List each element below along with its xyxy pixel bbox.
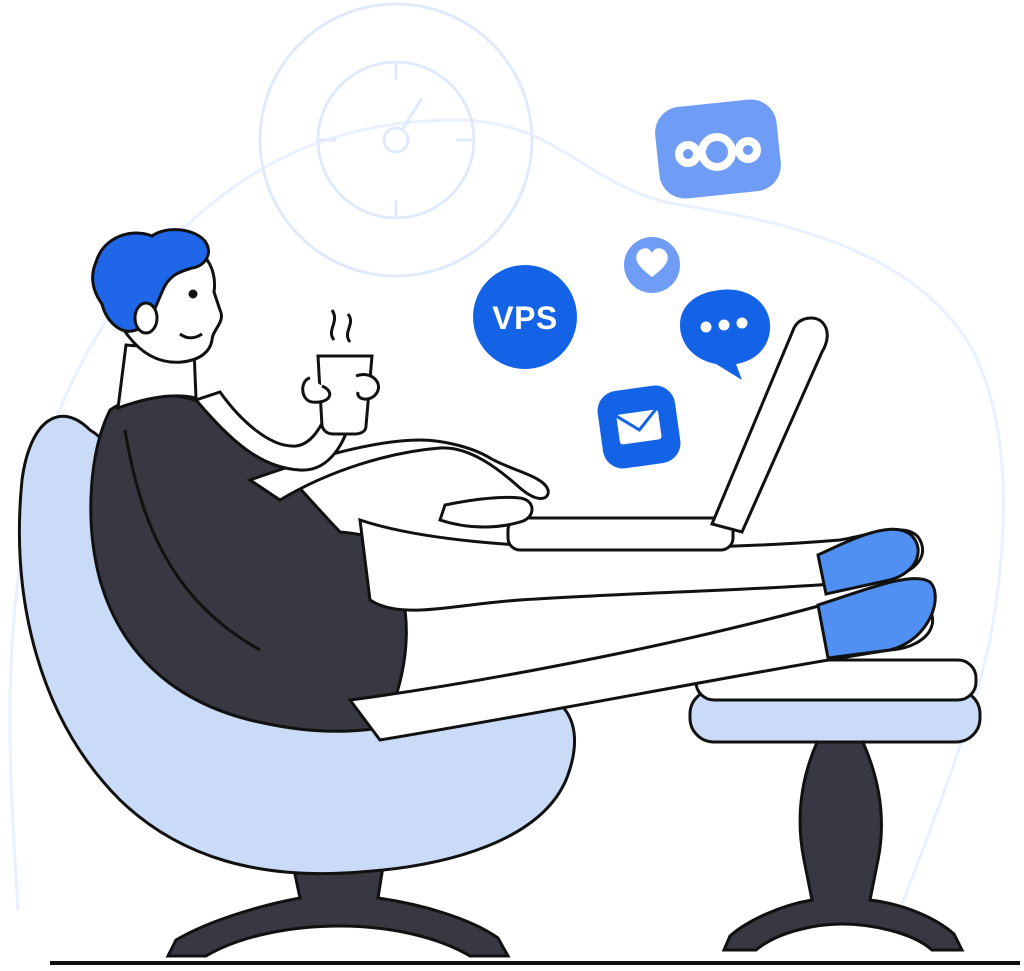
vps-badge-icon: VPS (473, 265, 577, 369)
person-arm-typing (246, 438, 550, 529)
heart-icon (624, 237, 680, 293)
laptop-icon (506, 316, 829, 552)
vps-badge-label: VPS (492, 300, 558, 336)
ottoman (688, 658, 982, 952)
coffee-cup-icon (301, 309, 380, 436)
mail-icon (597, 385, 681, 469)
clock-icon (258, 2, 534, 278)
person-hair (91, 228, 210, 335)
chair-base (165, 858, 511, 958)
person-legs (347, 517, 937, 742)
nextcloud-logo-icon (655, 99, 781, 199)
chat-bubble-icon (680, 289, 771, 380)
